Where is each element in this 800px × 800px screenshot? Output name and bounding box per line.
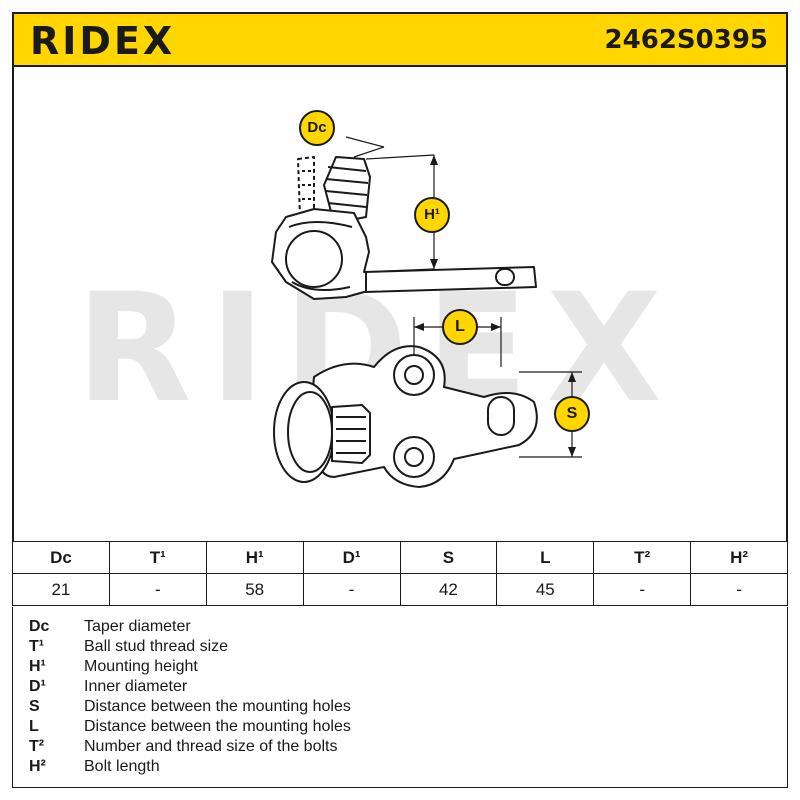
header-bar: RIDEX 2462S0395: [12, 12, 788, 67]
legend-description: Inner diameter: [84, 678, 188, 695]
legend-description: Number and thread size of the bolts: [84, 738, 338, 755]
legend-key: L: [29, 718, 39, 735]
spec-header: H¹: [205, 541, 304, 574]
ball-joint-diagram: [271, 136, 582, 488]
spec-value: -: [690, 573, 788, 606]
part-number: 2462S0395: [604, 25, 768, 55]
legend-description: Distance between the mounting holes: [84, 698, 351, 715]
spec-header-row: Dc T¹ H¹ D¹ S L T² H²: [12, 541, 788, 574]
l-dimension-badge: L: [442, 309, 478, 345]
legend-key: H¹: [29, 658, 46, 675]
h1-dimension-badge: H¹: [414, 197, 450, 233]
legend-key: Dc: [29, 618, 50, 635]
spec-header: T²: [593, 541, 692, 574]
dc-dimension-label: Dc: [307, 119, 327, 136]
spec-header: H²: [690, 541, 788, 574]
spec-value: 42: [399, 573, 498, 606]
legend-key: T¹: [29, 638, 45, 655]
spec-header: Dc: [12, 541, 110, 574]
brand-logo: RIDEX: [30, 19, 176, 63]
dc-dimension-badge: Dc: [299, 110, 335, 146]
spec-value: -: [593, 573, 692, 606]
l-dimension-label: L: [455, 318, 465, 335]
legend-description: Ball stud thread size: [84, 638, 229, 655]
spec-value: -: [302, 573, 401, 606]
s-dimension-label: S: [566, 405, 578, 422]
spec-value: 58: [205, 573, 304, 606]
spec-header: T¹: [108, 541, 207, 574]
legend-description: Bolt length: [84, 758, 160, 775]
h1-dimension-label: H¹: [424, 206, 440, 223]
legend-key: S: [29, 698, 40, 715]
legend-key: H²: [29, 758, 46, 775]
spec-header: S: [399, 541, 498, 574]
spec-value: 21: [12, 573, 110, 606]
legend: Dc Taper diameter T¹ Ball stud thread si…: [12, 607, 788, 788]
legend-description: Taper diameter: [84, 618, 191, 635]
spec-header: L: [496, 541, 595, 574]
spec-table: Dc T¹ H¹ D¹ S L T² H² 21 - 58 - 42 45 - …: [12, 541, 788, 606]
legend-description: Mounting height: [84, 658, 198, 675]
spec-header: D¹: [302, 541, 401, 574]
ball-joint-housing-side: [271, 208, 537, 300]
spec-value: 45: [496, 573, 595, 606]
spec-value-row: 21 - 58 - 42 45 - -: [12, 573, 788, 606]
legend-description: Distance between the mounting holes: [84, 718, 351, 735]
spec-value: -: [108, 573, 207, 606]
technical-drawing: RIDEX: [12, 67, 788, 542]
s-dimension-badge: S: [554, 396, 590, 432]
legend-key: D¹: [29, 678, 46, 695]
legend-key: T²: [29, 738, 45, 755]
ball-joint-body-top: [273, 345, 538, 488]
ball-stud-side: [297, 156, 371, 224]
